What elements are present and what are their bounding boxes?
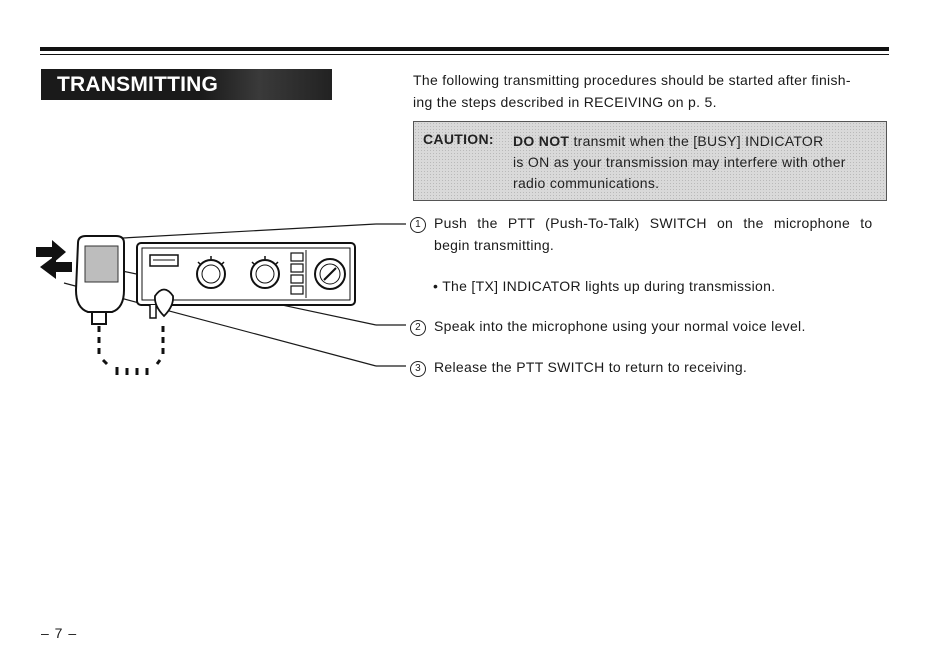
step-2-text: Speak into the microphone using your nor…: [434, 318, 806, 334]
tx-indicator-note: •The [TX] INDICATOR lights up during tra…: [433, 275, 775, 297]
intro-paragraph: The following transmitting procedures sh…: [413, 69, 893, 113]
bullet-dot: •: [433, 278, 439, 294]
caution-line-3: radio communications.: [513, 175, 660, 191]
page-number: – 7 –: [41, 625, 78, 641]
step-3-text: Release the PTT SWITCH to return to rece…: [434, 359, 748, 375]
volume-knob: [196, 259, 226, 289]
section-heading: TRANSMITTING: [41, 69, 332, 100]
indicator-buttons: [290, 252, 304, 295]
squelch-knob: [250, 259, 280, 289]
intro-line-1: The following transmitting procedures sh…: [413, 72, 851, 88]
step-3-number: 3: [410, 361, 426, 377]
microphone-hanger: [149, 288, 174, 319]
header-rule-thin: [40, 54, 889, 55]
transceiver-unit: [136, 242, 356, 306]
caution-line-1-rest: transmit when the [BUSY] INDICATOR: [569, 133, 824, 149]
caution-text: DO NOT transmit when the [BUSY] INDICATO…: [513, 131, 881, 194]
step-1-first-line: 1 Push the PTT (Push-To-Talk) SWITCH on t…: [410, 215, 873, 233]
microphone-cord: [97, 326, 165, 375]
knob-ticks: [197, 256, 279, 265]
step-3: 3 Release the PTT SWITCH to return to rec…: [410, 356, 747, 378]
header-rule-thick: [40, 47, 889, 51]
caution-line-2: is ON as your transmission may interfere…: [513, 154, 846, 170]
step-2-number: 2: [410, 320, 426, 336]
caution-label: CAUTION:: [423, 131, 494, 147]
caution-box: CAUTION: DO NOT transmit when the [BUSY]…: [413, 121, 887, 201]
intro-line-2: ing the steps described in RECEIVING on …: [413, 94, 717, 110]
step-2: 2 Speak into the microphone using your no…: [410, 315, 806, 337]
microphone: [74, 235, 165, 375]
tx-indicator-note-text: The [TX] INDICATOR lights up during tran…: [442, 278, 776, 294]
arrow-left-icon: [40, 255, 72, 279]
arrow-right-icon: [36, 240, 66, 264]
step-1-line-2: begin transmitting.: [434, 237, 555, 253]
caution-emphasis: DO NOT: [513, 133, 570, 149]
step-1-line-1: Push the PTT (Push-To-Talk) SWITCH on th…: [434, 215, 873, 231]
caution-line-1: DO NOT transmit when the [BUSY] INDICATO…: [513, 131, 881, 152]
step-1: 1 Push the PTT (Push-To-Talk) SWITCH on t…: [410, 212, 890, 256]
step-1-number: 1: [410, 217, 426, 233]
ptt-switch: [84, 245, 119, 283]
